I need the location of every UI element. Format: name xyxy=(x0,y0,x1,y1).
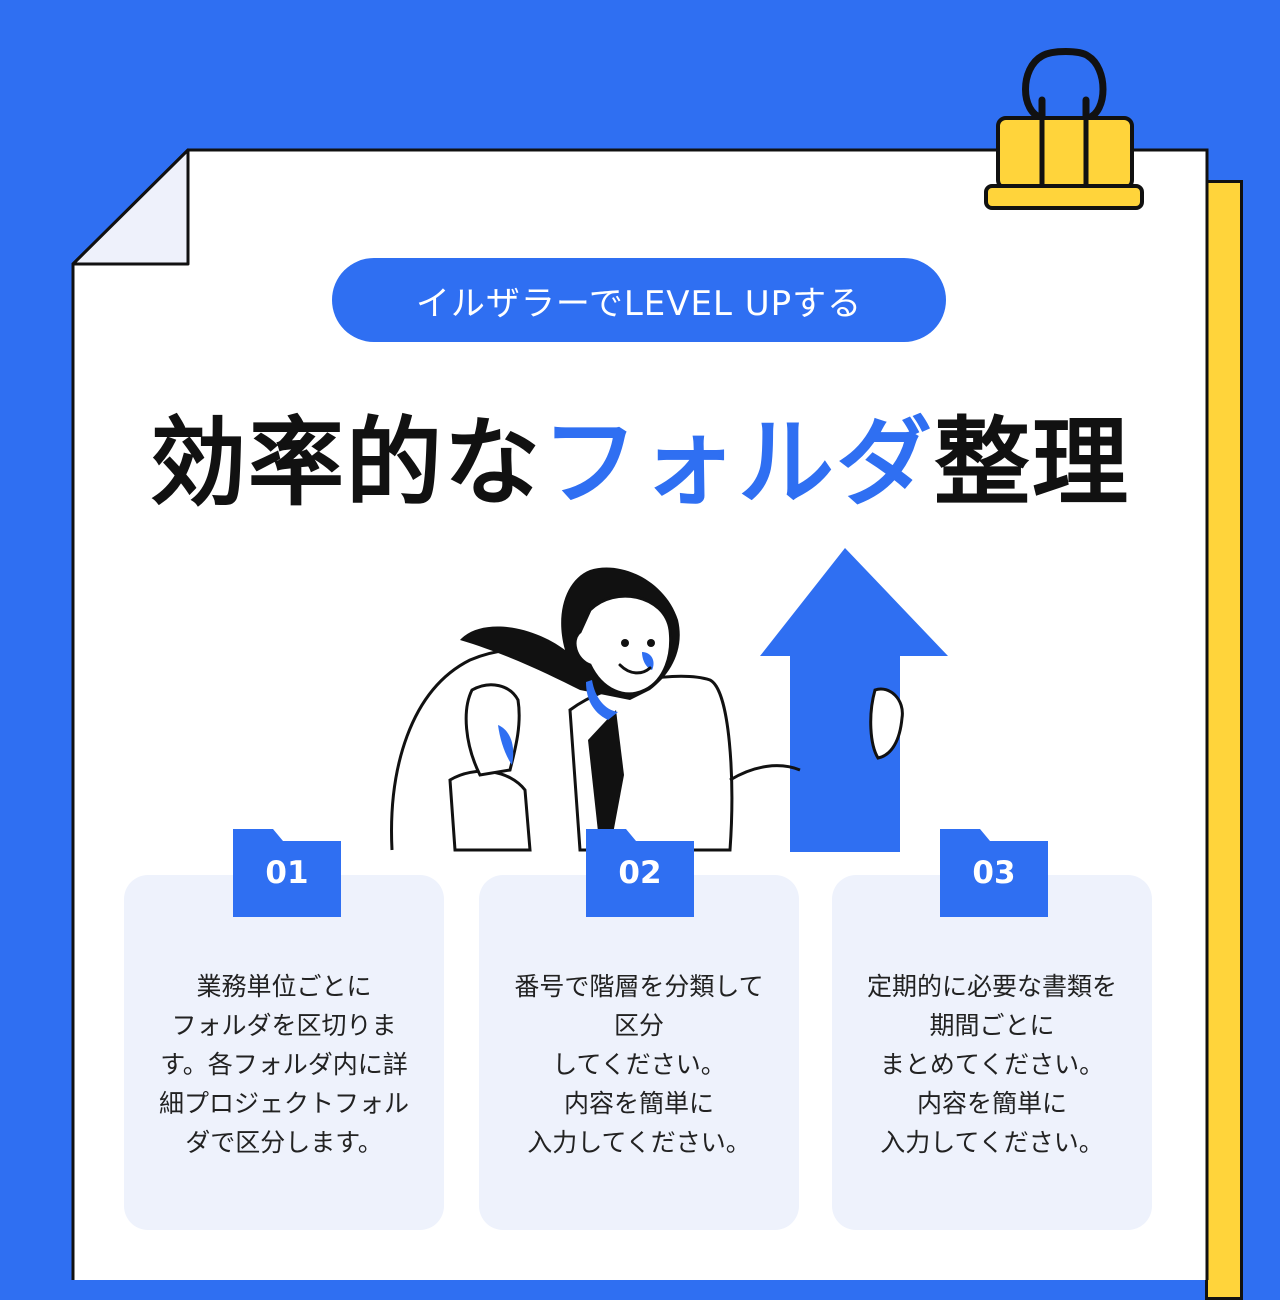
woman-with-arrow-illustration xyxy=(390,548,948,852)
card-2-text: 番号で階層を分類して 区分 してください。 内容を簡単に 入力してください。 xyxy=(514,972,764,1157)
level-up-badge: イルザラーでLEVEL UPする xyxy=(332,258,946,342)
card-1: 業務単位ごとに フォルダを区切りま す。各フォルダ内に詳 細プロジェクトフォル … xyxy=(124,875,444,1230)
folder-icon-02: 02 xyxy=(586,829,694,917)
card-1-text: 業務単位ごとに フォルダを区切りま す。各フォルダ内に詳 細プロジェクトフォル … xyxy=(158,972,409,1157)
up-arrow-icon xyxy=(760,548,948,852)
folder-number-03: 03 xyxy=(972,855,1016,891)
folder-icon-01: 01 xyxy=(233,829,341,917)
title-part1: 効率的な xyxy=(150,407,542,519)
folder-number-01: 01 xyxy=(265,855,309,891)
title-part2: 整理 xyxy=(934,407,1130,519)
card-3: 定期的に必要な書類を 期間ごとに まとめてください。 内容を簡単に 入力してくだ… xyxy=(832,875,1152,1230)
page-title: 効率的なフォルダ整理 xyxy=(0,385,1280,524)
title-accent: フォルダ xyxy=(542,407,934,519)
folder-icon-03: 03 xyxy=(940,829,1048,917)
folder-number-02: 02 xyxy=(618,855,662,891)
binder-clip-icon xyxy=(984,48,1144,210)
card-3-text: 定期的に必要な書類を 期間ごとに まとめてください。 内容を簡単に 入力してくだ… xyxy=(866,972,1117,1157)
card-2: 番号で階層を分類して 区分 してください。 内容を簡単に 入力してください。 xyxy=(479,875,799,1230)
